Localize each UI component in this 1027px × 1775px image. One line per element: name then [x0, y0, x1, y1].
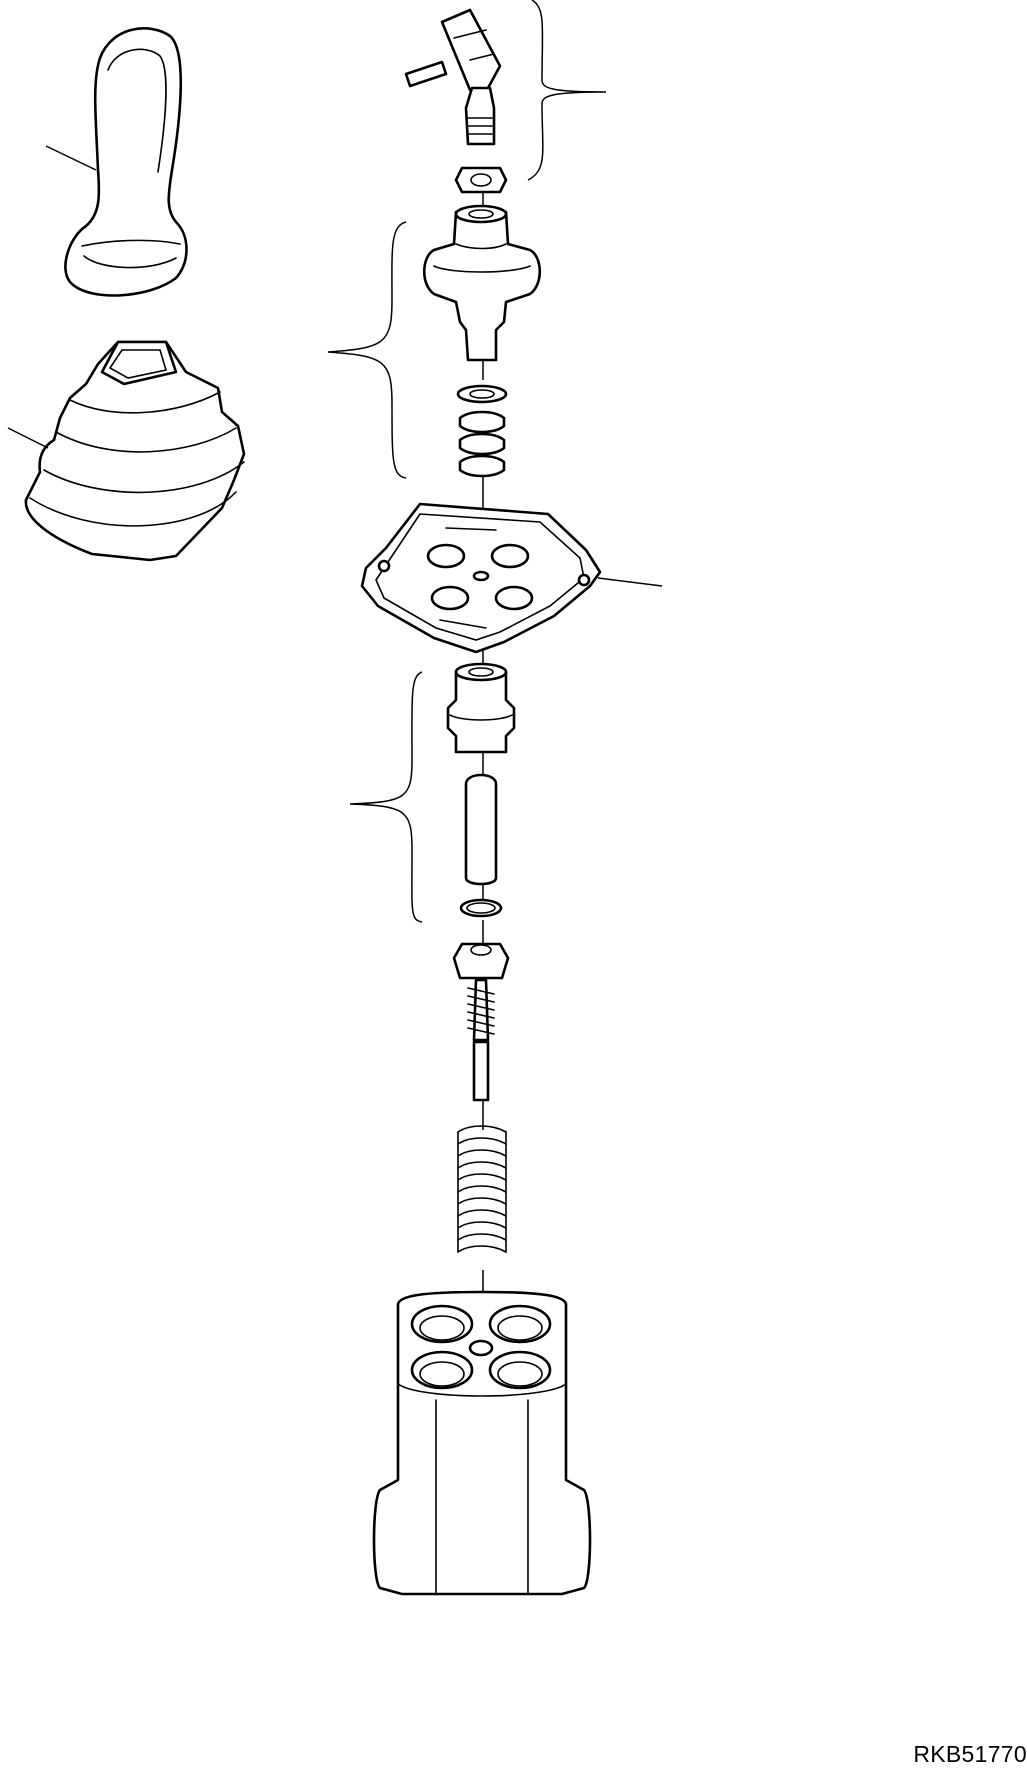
rubber-boot [24, 340, 246, 562]
valve-assembly [446, 662, 516, 918]
lever-assembly [404, 8, 508, 194]
bracket-valve-assembly [349, 671, 423, 923]
valve-body [372, 1290, 592, 1596]
bracket-lever-assembly [527, 0, 607, 181]
leader-line-grip [45, 145, 97, 171]
spring-stem-assembly [452, 942, 510, 1253]
mounting-plate [360, 502, 602, 654]
lever-grip [64, 27, 188, 297]
leader-line-boot [7, 427, 49, 449]
bracket-plunger-assembly [327, 221, 407, 479]
drawing-code-label: RKB51770 [913, 1741, 1027, 1767]
coil-spring [457, 1125, 507, 1253]
plunger-assembly [422, 204, 542, 478]
leader-line-plate [597, 577, 663, 587]
